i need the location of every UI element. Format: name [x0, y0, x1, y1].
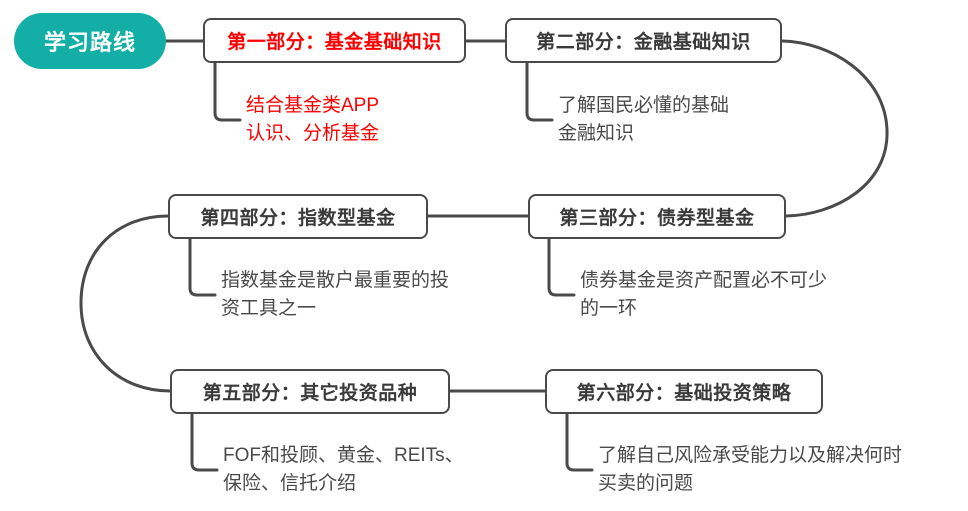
note-connector-part5: [190, 411, 219, 472]
node-part5-label: 第五部分：其它投资品种: [202, 383, 418, 404]
node-part4[interactable]: 第四部分：指数型基金: [168, 194, 428, 239]
note-part1: 结合基金类APP 认识、分析基金: [246, 95, 380, 144]
note-connector-part4: [188, 236, 217, 297]
note-part5: FOF和投顾、黄金、REITs、 保险、信托介绍: [223, 445, 464, 494]
node-part2-label: 第二部分：金融基础知识: [536, 32, 751, 53]
node-part6-label: 第六部分：基础投资策略: [576, 383, 792, 404]
node-part1-label: 第一部分：基金基础知识: [227, 32, 442, 53]
root-node-label: 学习路线: [43, 30, 136, 55]
note-connector-part3: [547, 236, 576, 297]
note-part4: 指数基金是散户最重要的投 资工具之一: [221, 270, 450, 319]
note-part2: 了解国民必懂的基础 金融知识: [558, 95, 730, 144]
node-part3[interactable]: 第三部分：债券型基金: [528, 194, 786, 239]
node-part6[interactable]: 第六部分：基础投资策略: [545, 369, 823, 414]
node-part1[interactable]: 第一部分：基金基础知识: [203, 18, 466, 63]
node-part5[interactable]: 第五部分：其它投资品种: [170, 369, 450, 414]
edge-part4-to-part5: [79, 214, 172, 393]
root-node[interactable]: 学习路线: [14, 13, 166, 69]
node-part3-label: 第三部分：债券型基金: [559, 208, 755, 229]
note-connector-part2: [525, 61, 554, 122]
note-connector-part6: [565, 411, 594, 472]
node-part4-label: 第四部分：指数型基金: [200, 208, 396, 229]
note-part6: 了解自己风险承受能力以及解决何时 买卖的问题: [598, 445, 903, 494]
note-part3: 债券基金是资产配置必不可少 的一环: [580, 270, 828, 319]
note-connector-part1: [213, 61, 242, 122]
node-part2[interactable]: 第二部分：金融基础知识: [505, 18, 782, 63]
